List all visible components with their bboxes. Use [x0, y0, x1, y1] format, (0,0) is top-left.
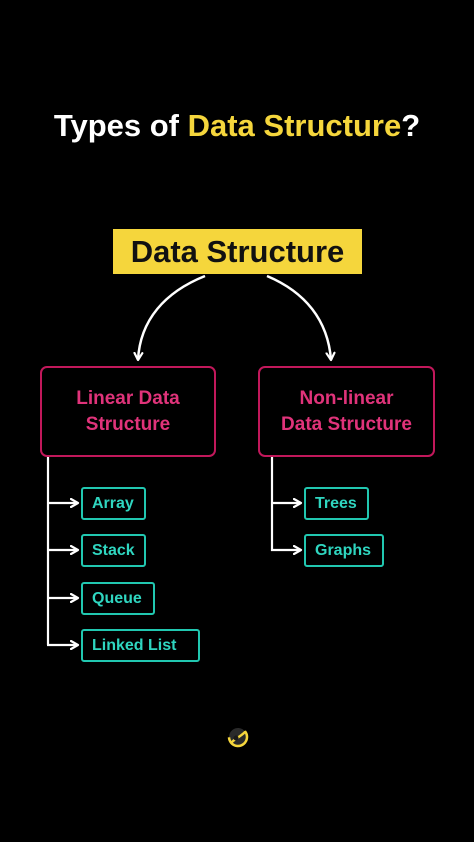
nonlinear-branch-lines	[270, 457, 301, 551]
nonlinear-category-line2: Data Structure	[281, 413, 412, 435]
title-prefix: Types of	[53, 108, 188, 143]
linear-category-line1: Linear Data	[76, 387, 180, 409]
leaf-graphs: Graphs	[304, 534, 384, 567]
leaf-linked-list: Linked List	[81, 629, 200, 662]
linear-branch-lines	[46, 457, 78, 645]
linear-category-line2: Structure	[85, 413, 171, 435]
leaf-stack: Stack	[81, 534, 146, 567]
swirl-logo-icon	[227, 726, 249, 748]
arrow-to-nonlinear	[266, 274, 331, 360]
leaf-queue: Queue	[81, 582, 155, 615]
leaf-array: Array	[81, 487, 146, 520]
linear-category-box: Linear Data Structure	[40, 366, 216, 457]
root-node: Data Structure	[113, 229, 362, 274]
title-suffix: ?	[401, 108, 421, 143]
nonlinear-category-box: Non-linear Data Structure	[258, 366, 435, 457]
nonlinear-category-line1: Non-linear	[299, 387, 394, 409]
arrow-to-linear	[138, 274, 206, 360]
leaf-trees: Trees	[304, 487, 369, 520]
title-highlight: Data Structure	[187, 108, 402, 143]
page-title: Types of Data Structure?	[0, 108, 474, 144]
